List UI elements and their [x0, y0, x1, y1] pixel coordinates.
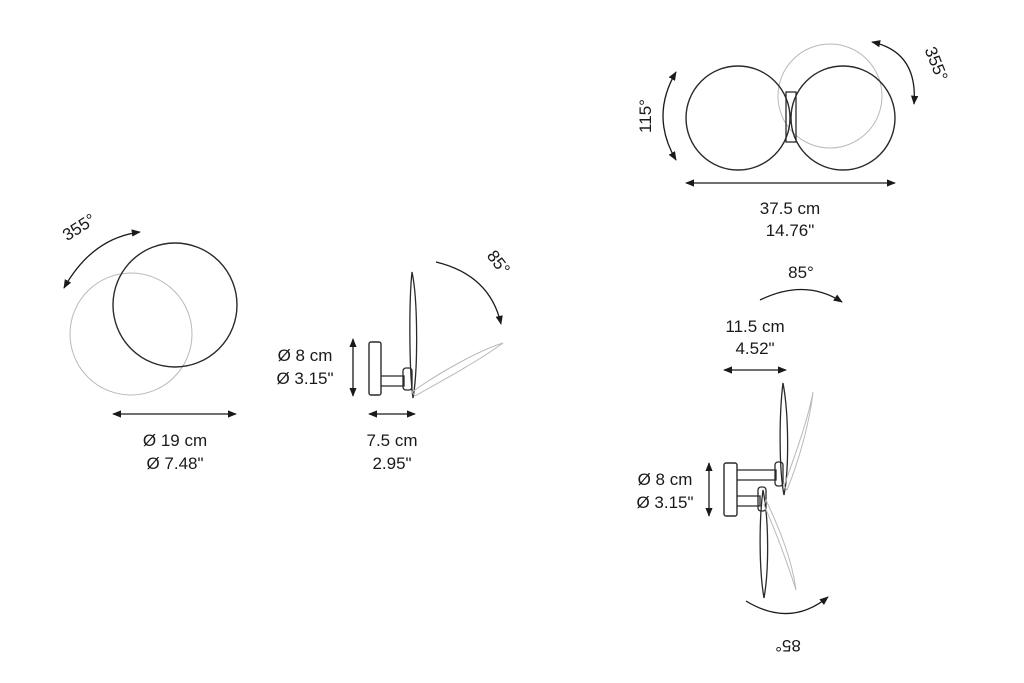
- rotation-label: 355°: [59, 210, 99, 245]
- upper-arm: [737, 469, 777, 481]
- base-in-label: Ø 3.15": [636, 493, 693, 512]
- upper-joint: [774, 461, 784, 487]
- tilt-label: 85°: [483, 247, 514, 279]
- depth-in-label: 4.52": [735, 339, 774, 358]
- arm: [381, 375, 405, 387]
- upper-disc-profile: [779, 382, 789, 496]
- disc-ghost-position: [69, 272, 193, 396]
- side-single-view: 85° Ø 8 cm Ø 3.15" 7.5 cm 2.95": [276, 247, 513, 473]
- vertical-tilt-label: 115°: [636, 99, 655, 133]
- lower-arm: [737, 495, 761, 507]
- lower-disc-profile: [759, 489, 769, 599]
- wall-base: [723, 462, 738, 517]
- tilt-arrow: [435, 261, 503, 325]
- width-in-label: 14.76": [766, 221, 815, 240]
- rotation-arrow: [63, 229, 141, 289]
- width-cm-label: 37.5 cm: [760, 199, 820, 218]
- disc-profile: [409, 271, 418, 399]
- depth-cm-label: 7.5 cm: [366, 431, 417, 450]
- left-disc-outline: [685, 65, 791, 171]
- front-single-view: 355° Ø 19 cm Ø 7.48": [59, 210, 238, 473]
- base-cm-label: Ø 8 cm: [638, 470, 693, 489]
- top-tilt-label: 85°: [788, 263, 814, 282]
- upper-disc-tilted-ghost: [783, 391, 814, 492]
- depth-cm-label: 11.5 cm: [725, 317, 784, 336]
- width-cm-label: Ø 19 cm: [143, 431, 207, 450]
- right-disc-outline: [790, 65, 896, 171]
- top-tilt-arrow: [759, 288, 843, 303]
- vertical-tilt-arrow: [662, 71, 677, 161]
- rotation-label: 355°: [921, 44, 952, 84]
- depth-in-label: 2.95": [372, 454, 411, 473]
- center-connector: [785, 91, 797, 143]
- side-double-view: 85° 11.5 cm 4.52" Ø 8 cm Ø 3.15" 85°: [636, 263, 843, 655]
- rotation-arrow: [871, 40, 919, 105]
- disc-tilted-ghost: [411, 342, 504, 397]
- joint: [402, 367, 413, 391]
- wall-base: [368, 341, 382, 396]
- base-in-label: Ø 3.15": [276, 369, 333, 388]
- disc-outline: [112, 242, 238, 368]
- lower-disc-tilted-ghost: [763, 498, 797, 591]
- base-cm-label: Ø 8 cm: [278, 346, 333, 365]
- front-double-view: 115° 355° 37.5 cm 14.76": [636, 40, 952, 240]
- width-in-label: Ø 7.48": [146, 454, 203, 473]
- bottom-tilt-label: 85°: [775, 636, 801, 655]
- bottom-tilt-arrow: [745, 596, 829, 615]
